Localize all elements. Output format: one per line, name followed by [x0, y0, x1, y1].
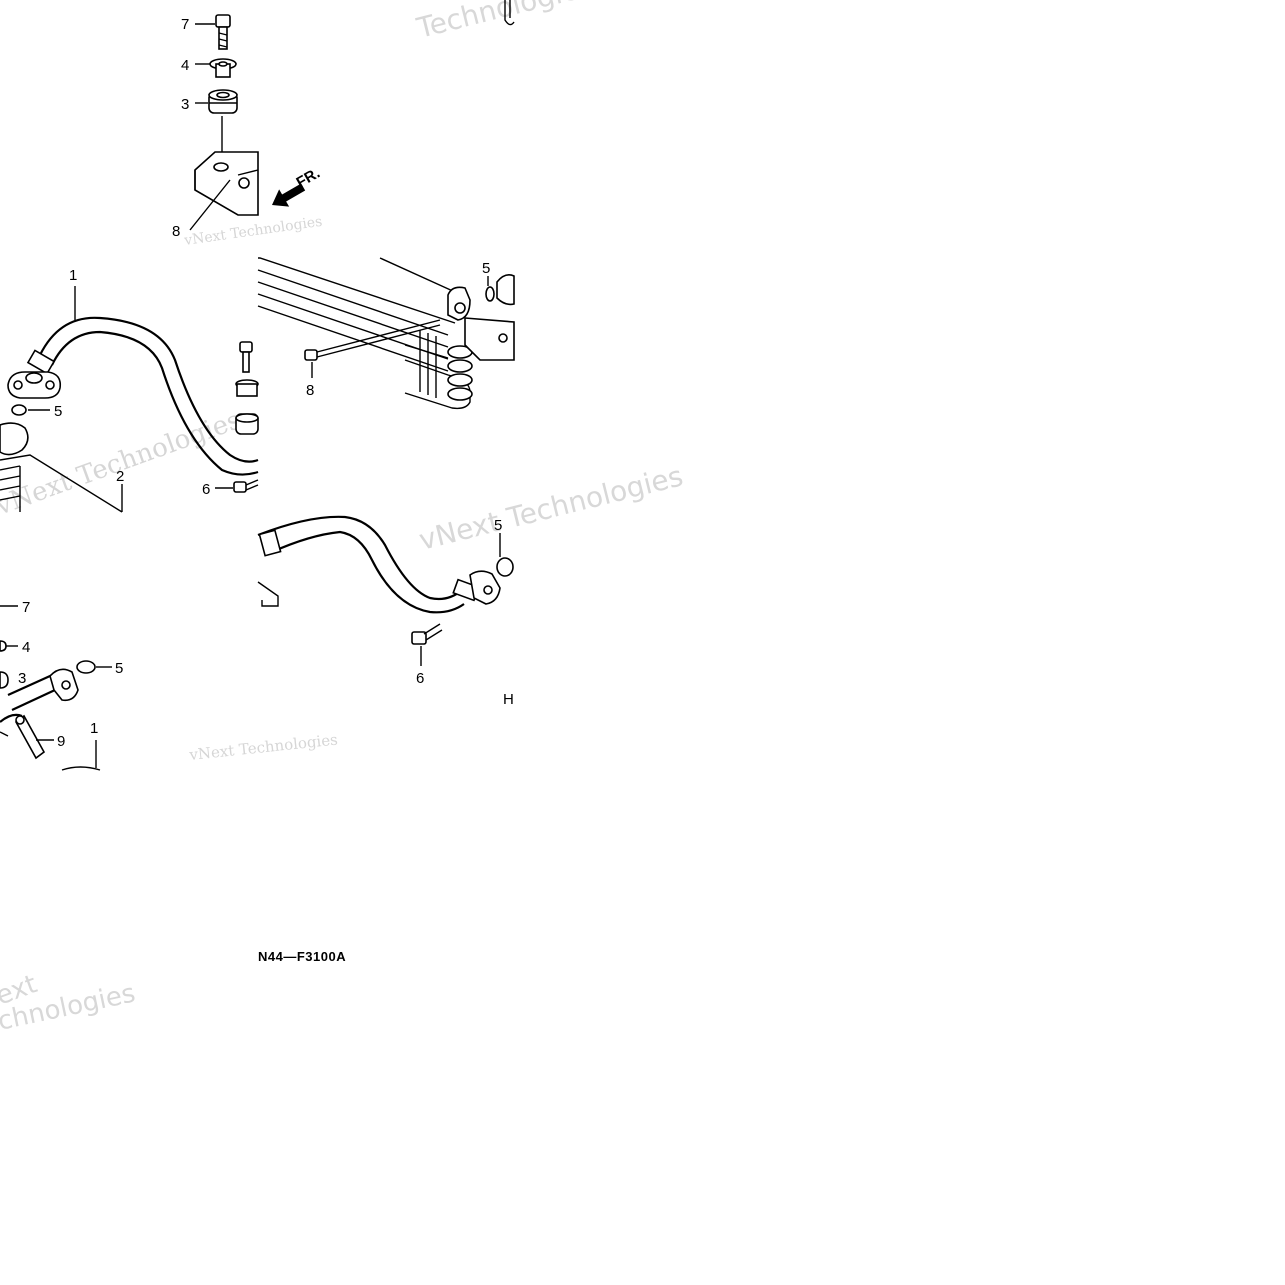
tile-lower-left: 7 4 3 5 9 1: [0, 599, 123, 771]
callout-9-low: 9: [57, 733, 65, 750]
tile-top-right-stub: [504, 0, 515, 26]
callout-3-top: 3: [181, 96, 189, 113]
front-direction-arrow-icon: [272, 183, 306, 207]
hose-fitting-right-left: [258, 529, 282, 557]
tile-oil-cooler: 5 8: [257, 257, 515, 410]
bolt-7: [215, 14, 231, 50]
watermarks: Technologies vNext Technologies vNext Te…: [0, 0, 686, 1037]
callout-7-low: 7: [22, 599, 30, 616]
bolt-stack-mid: [235, 341, 259, 435]
callout-1-low: 1: [90, 720, 98, 737]
clamp-9: [14, 714, 46, 760]
connector-right: [496, 274, 515, 306]
partial-label-h: H: [503, 691, 514, 708]
callout-8-top: 8: [172, 223, 180, 240]
callout-2-mid: 2: [116, 468, 124, 485]
diagram-code: N44—F3100A: [258, 949, 346, 964]
watermark-vnext-3: vNext Technologies: [416, 459, 687, 556]
callout-5-right-low: 5: [494, 517, 502, 534]
callout-1-mid: 1: [69, 267, 77, 284]
tile-mount-stack: 7 4 3 8: [172, 14, 323, 240]
tile-hose-left: 1 5 2: [0, 267, 259, 513]
collar-4: [209, 58, 237, 78]
callout-5-mid: 5: [54, 403, 62, 420]
callout-4-top: 4: [181, 57, 189, 74]
bolt-6-right: [411, 623, 443, 645]
oil-cooler: [257, 257, 515, 410]
washer-5-right: [485, 286, 495, 302]
rubber-3: [208, 89, 238, 114]
callout-5-low: 5: [115, 660, 123, 677]
callout-5-right-top: 5: [482, 260, 490, 277]
hose-fitting-left: [7, 349, 62, 399]
bolt-6-mid: [233, 479, 259, 493]
watermark-vnext-4: vNext Technologies: [188, 731, 339, 765]
washer-5-mid: [11, 404, 27, 416]
hose-fitting-right: [452, 570, 501, 605]
bracket-fragment: [257, 581, 279, 607]
callout-8-right: 8: [306, 382, 314, 399]
callout-7-top: 7: [181, 16, 189, 33]
cooler-corner: [0, 422, 123, 513]
bolt-8-right: [304, 319, 441, 361]
hose-fitting-lower: [49, 668, 79, 702]
callout-4-low: 4: [22, 639, 30, 656]
callout-6-mid: 6: [202, 481, 210, 498]
callout-6-right: 6: [416, 670, 424, 687]
washer-5-right-low: [496, 557, 514, 577]
tile-hose-right: 5 6 H: [257, 515, 514, 708]
washer-5-low: [76, 660, 96, 674]
callout-3-low: 3: [18, 670, 26, 687]
watermark-vnext-1: vNext Technologies: [182, 214, 323, 249]
